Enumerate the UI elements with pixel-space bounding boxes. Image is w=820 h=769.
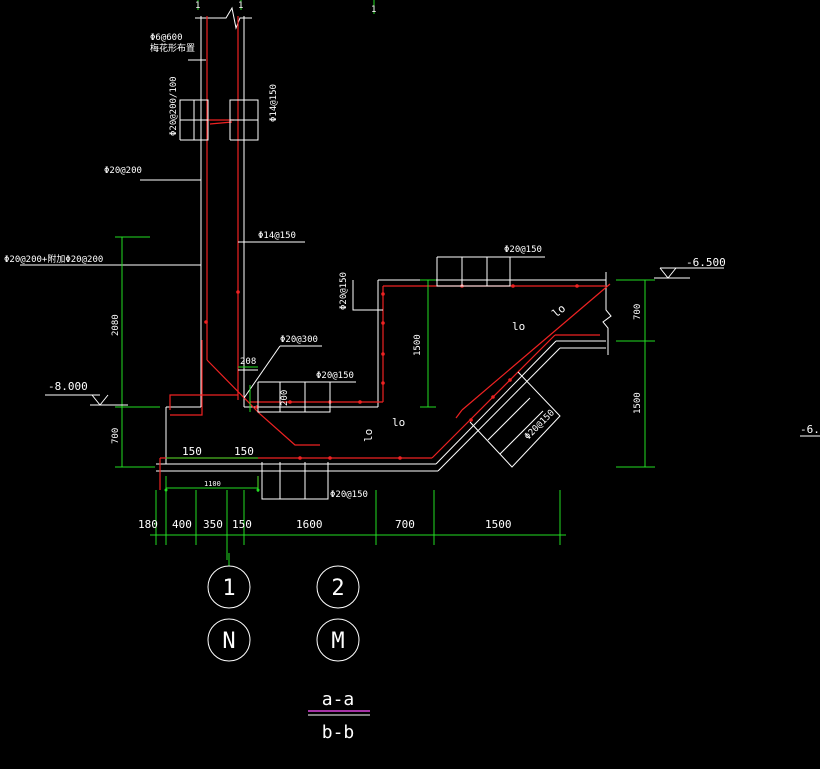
label-slab-top-lower: Φ20@150 [316, 371, 354, 381]
label-top-stirrup: Φ6@600 [150, 33, 183, 43]
label-slab-side-vert: Φ20@150 [339, 272, 349, 310]
misc-text-group: -8.000 -6.500 -6.5 lo lo lo lo 1 1 1 [48, 1, 820, 442]
dim-bottom-1600: 1600 [296, 518, 323, 531]
dim-2080: 2080 [111, 314, 121, 336]
anchor-lo-4: lo [362, 429, 375, 442]
leaders [20, 59, 561, 500]
label-wall-right-vert: Φ14@150 [269, 84, 279, 122]
bubble-1-text: 1 [222, 576, 235, 601]
dim-200: 200 [280, 390, 290, 406]
dim-bottom-400: 400 [172, 518, 192, 531]
dim-150-b: 150 [234, 445, 254, 458]
dim-bottom-1500: 1500 [485, 518, 512, 531]
section-title-bottom: b-b [322, 722, 355, 743]
label-wall-left-combo: Φ20@200+附加Φ20@200 [4, 253, 103, 265]
bubble-m-circle [316, 618, 360, 662]
label-haunch-bar: Φ20@300 [280, 335, 318, 345]
label-wall-horiz: Φ20@200 [104, 166, 142, 176]
reference-bubbles: 1 2 N M [207, 553, 360, 662]
bubble-2-text: 2 [331, 576, 344, 601]
anchor-lo-1: lo [512, 320, 525, 333]
elevation-right: -6.500 [686, 256, 726, 269]
rebar-label-group: Φ6@600 梅花形布置 Φ20@200/100 Φ14@150 Φ20@200… [4, 33, 557, 500]
elevation-left: -8.000 [48, 380, 88, 393]
bubble-n-circle [207, 618, 251, 662]
bubble-1-circle [207, 565, 251, 609]
dim-700-right: 700 [633, 304, 643, 320]
elevation-far-right: -6.5 [800, 423, 820, 436]
section-title-top: a-a [322, 689, 355, 710]
dim-150-a: 150 [182, 445, 202, 458]
bubble-n-text: N [222, 629, 235, 654]
dim-bottom-350: 350 [203, 518, 223, 531]
grid-mark-top-b: 1 [238, 1, 243, 11]
grid-mark-top-c: 1 [371, 5, 376, 15]
label-wall-left-vert: Φ20@200/100 [169, 76, 179, 136]
dim-208: 208 [240, 357, 256, 367]
concrete-outline [156, 6, 612, 472]
dim-bottom-700: 700 [395, 518, 415, 531]
dim-1500-right: 1500 [633, 392, 643, 414]
anchor-lo-2: lo [550, 302, 569, 320]
elevation-marks [45, 267, 820, 437]
section-title: a-a b-b [308, 689, 370, 743]
bubble-2-circle [316, 565, 360, 609]
dim-bottom-150: 150 [232, 518, 252, 531]
label-slab-top-upper: Φ20@150 [504, 245, 542, 255]
bubble-m-text: M [331, 629, 344, 654]
dimension-lines [115, 0, 655, 560]
dim-1500-mid: 1500 [413, 334, 423, 356]
dim-700-left: 700 [111, 428, 121, 444]
grid-mark-top-a: 1 [195, 1, 200, 11]
dim-1100: 1100 [204, 480, 221, 488]
dim-bottom-180: 180 [138, 518, 158, 531]
anchor-lo-3: lo [392, 416, 405, 429]
label-top-stirrup-note: 梅花形布置 [150, 42, 195, 54]
label-wall-right-mid: Φ14@150 [258, 231, 296, 241]
label-bottom-bar: Φ20@150 [330, 490, 368, 500]
dimension-text-group: 2080 700 208 200 1500 700 1500 150 150 1… [111, 304, 643, 531]
